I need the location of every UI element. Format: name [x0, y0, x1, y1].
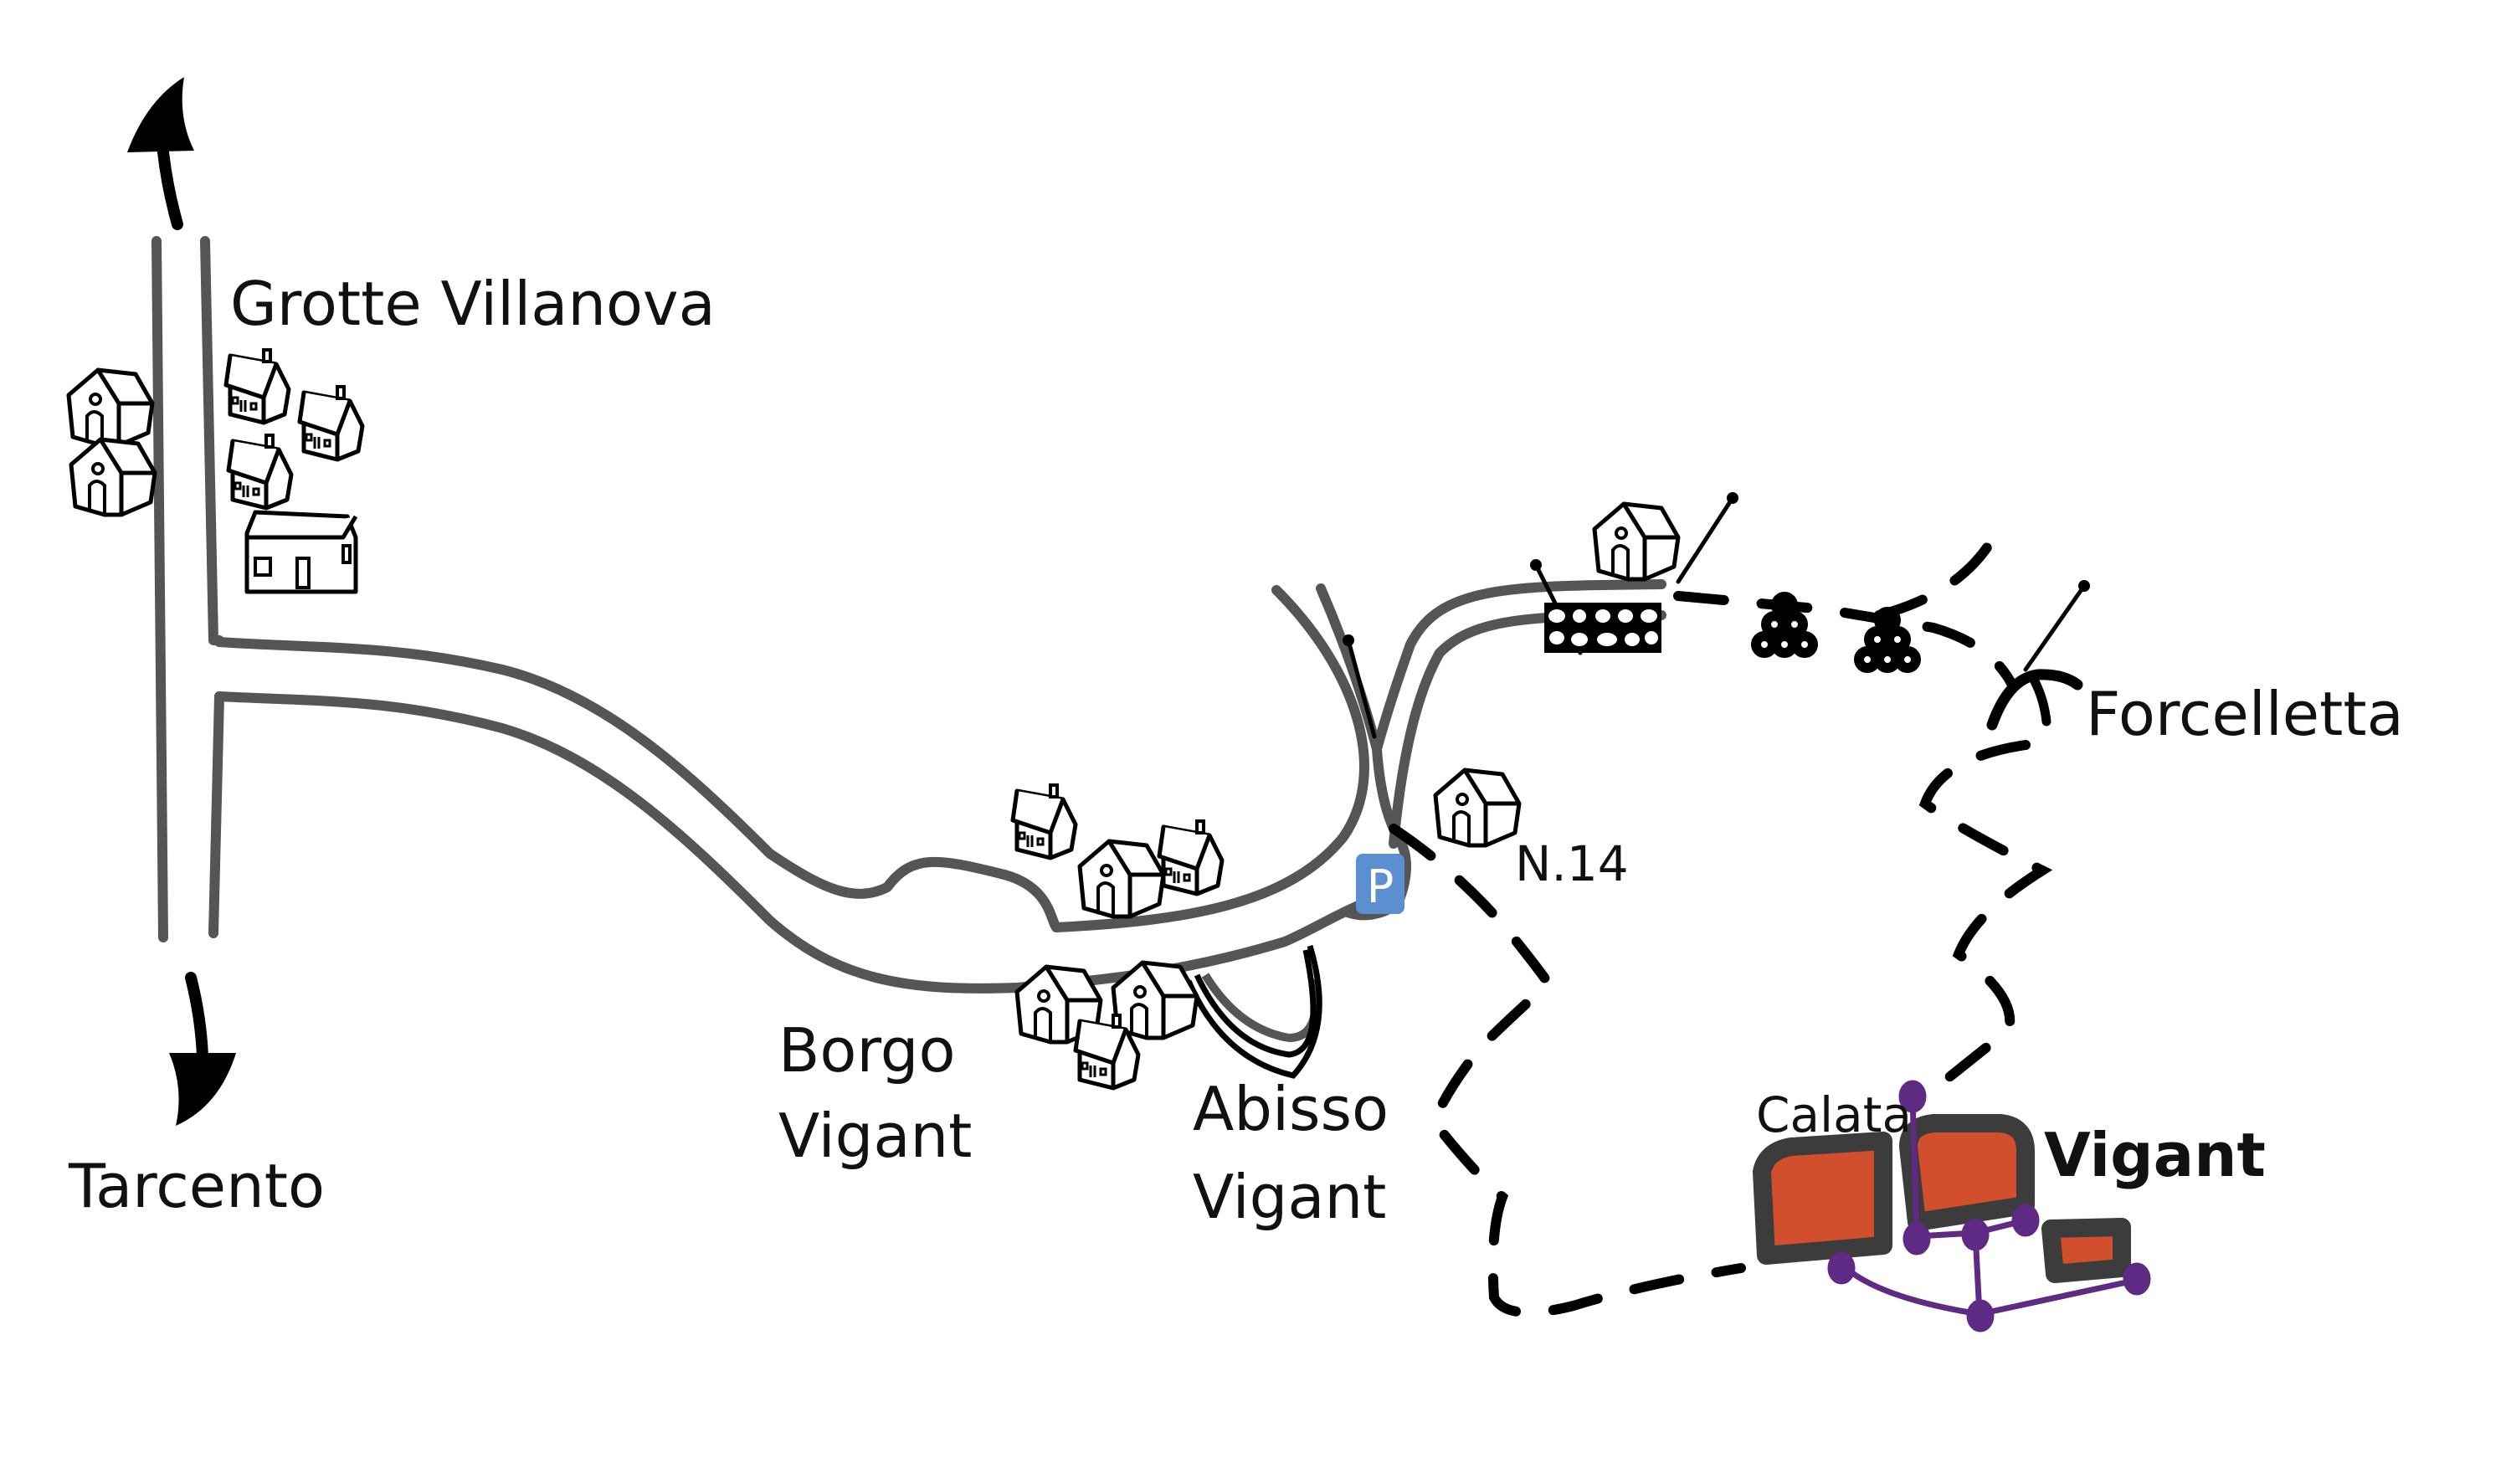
- mountain-pass-icon: [1986, 669, 2083, 731]
- parking-icon: P: [1356, 854, 1404, 914]
- houses-borgo-vigant: [1013, 504, 1678, 1088]
- house-icon: [229, 435, 291, 508]
- cave-chamber-3: [2041, 1218, 2131, 1283]
- label-forcelletta: Forcelletta: [2086, 679, 2404, 749]
- woodpile-icon: [1854, 607, 1921, 673]
- label-abisso-vigant-line2: Vigant: [1193, 1162, 1386, 1232]
- main-road: [151, 236, 224, 942]
- svg-text:P: P: [1367, 860, 1394, 913]
- cave-chamber-1: [1753, 1132, 1892, 1265]
- house-icon: [1594, 504, 1678, 579]
- label-tarcento: Tarcento: [68, 1151, 325, 1221]
- cave-connection-lines: [1827, 1080, 2151, 1333]
- road-to-borgo-vigant: [214, 579, 1666, 994]
- cave-system-vigant: [1753, 1080, 2151, 1333]
- house-icon: [1435, 770, 1519, 845]
- pole-lines: [1343, 492, 2090, 739]
- house-icon: [300, 387, 362, 460]
- south-arrow-icon: [169, 972, 236, 1126]
- label-abisso-vigant-line1: Abisso: [1193, 1074, 1389, 1144]
- stone-wall-icon: [1544, 603, 1661, 653]
- trails: [1389, 535, 2053, 1317]
- label-borgo-vigant-line2: Vigant: [778, 1101, 972, 1171]
- label-borgo-vigant-line1: Borgo: [778, 1015, 956, 1086]
- house-icon: [244, 510, 358, 594]
- label-n14: N.14: [1515, 835, 1629, 892]
- house-icon: [71, 439, 155, 515]
- label-vigant: Vigant: [2044, 1120, 2266, 1190]
- house-icon: [1159, 821, 1222, 894]
- house-icon: [69, 370, 152, 445]
- north-arrow-icon: [127, 77, 194, 230]
- cave-chamber-2: [1899, 1114, 2035, 1231]
- house-icon: [1013, 785, 1076, 858]
- label-calata: Calata: [1756, 1086, 1912, 1143]
- label-grotte-villanova: Grotte Villanova: [230, 269, 716, 339]
- house-icon: [1080, 841, 1163, 917]
- houses-grotte-villanova: [69, 350, 362, 594]
- abisso-vigant-sinkhole: [1185, 944, 1322, 1079]
- house-icon: [226, 350, 289, 423]
